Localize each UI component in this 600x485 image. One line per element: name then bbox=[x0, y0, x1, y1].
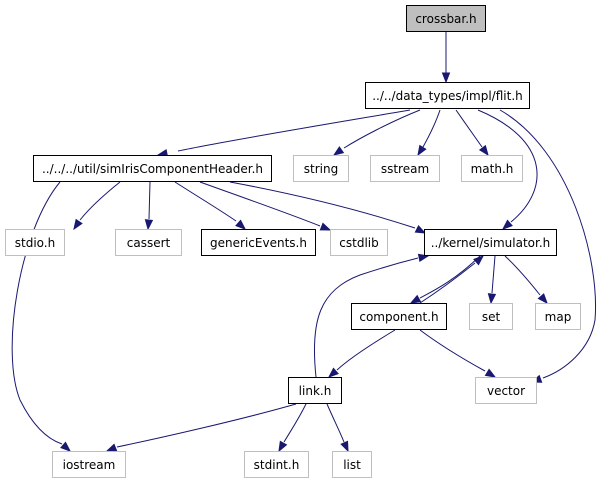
edge-flit-sstream-arrowhead bbox=[417, 144, 427, 157]
edge-simiris-iostream bbox=[11, 181, 63, 445]
node-list: list bbox=[332, 451, 372, 478]
node-cstdlib: cstdlib bbox=[330, 229, 388, 256]
edge-simulator-component-arrowhead bbox=[409, 294, 422, 304]
edge-flit-vector bbox=[499, 109, 597, 379]
edge-component-vector bbox=[419, 329, 486, 372]
edge-simulator-map-arrowhead bbox=[537, 293, 548, 305]
edge-component-simulator-arrowhead bbox=[473, 255, 485, 266]
edge-flit-simulator-arrowhead bbox=[501, 219, 513, 230]
node-sstream: sstream bbox=[370, 155, 440, 182]
edge-flit-math bbox=[455, 109, 483, 148]
edge-crossbar-flit-arrowhead bbox=[441, 72, 451, 84]
node-math: math.h bbox=[461, 155, 523, 182]
edge-link-list-arrowhead bbox=[340, 440, 349, 453]
node-genericevents[interactable]: genericEvents.h bbox=[201, 229, 316, 256]
edge-flit-string-arrowhead bbox=[332, 146, 345, 156]
edge-simiris-simulator bbox=[229, 181, 416, 229]
edge-flit-simulator bbox=[477, 109, 538, 223]
edge-simiris-simulator-arrowhead bbox=[414, 224, 427, 234]
node-component[interactable]: component.h bbox=[351, 303, 447, 330]
edge-link-stdint bbox=[283, 403, 307, 443]
edge-flit-math-arrowhead bbox=[478, 144, 489, 157]
edge-link-iostream-arrowhead bbox=[105, 443, 118, 452]
node-simulator[interactable]: ../kernel/simulator.h bbox=[424, 229, 557, 256]
node-cassert: cassert bbox=[115, 229, 182, 256]
edge-link-simulator bbox=[313, 257, 419, 378]
edge-component-link bbox=[336, 329, 396, 371]
node-simiriscomponentheader[interactable]: ../../../util/simIrisComponentHeader.h bbox=[33, 155, 272, 182]
node-string: string bbox=[293, 155, 349, 182]
node-stdio: stdio.h bbox=[5, 229, 65, 256]
edge-simiris-cassert-arrowhead bbox=[144, 219, 154, 231]
edge-simulator-map bbox=[504, 255, 541, 296]
edge-flit-sstream bbox=[422, 109, 441, 148]
edge-simiris-genericevents-arrowhead bbox=[235, 219, 247, 230]
edge-simiris-stdio-arrowhead bbox=[73, 218, 83, 231]
node-crossbar: crossbar.h bbox=[406, 5, 486, 32]
edge-simiris-cstdlib bbox=[199, 181, 321, 227]
edge-simulator-set-arrowhead bbox=[487, 293, 497, 305]
node-stdint: stdint.h bbox=[244, 451, 309, 478]
node-vector: vector bbox=[475, 377, 537, 404]
edge-simulator-component bbox=[419, 255, 481, 299]
node-set: set bbox=[469, 303, 513, 330]
node-map: map bbox=[535, 303, 581, 330]
edge-simulator-set bbox=[491, 255, 496, 294]
edge-component-simulator bbox=[419, 262, 476, 304]
node-iostream: iostream bbox=[52, 451, 126, 478]
edge-flit-simiris bbox=[177, 109, 411, 152]
node-link[interactable]: link.h bbox=[288, 377, 342, 404]
edge-flit-string bbox=[343, 109, 421, 149]
edge-component-vector-arrowhead bbox=[484, 368, 497, 378]
edge-simiris-cassert bbox=[148, 181, 151, 220]
edge-link-iostream bbox=[116, 403, 297, 448]
edge-simiris-cstdlib-arrowhead bbox=[319, 222, 332, 231]
edge-link-list bbox=[326, 403, 345, 443]
edge-link-simulator-arrowhead bbox=[417, 253, 430, 263]
edge-link-stdint-arrowhead bbox=[278, 440, 288, 453]
node-flit[interactable]: ../../data_types/impl/flit.h bbox=[365, 82, 530, 109]
edge-simiris-iostream-arrowhead bbox=[60, 441, 72, 452]
edge-component-link-arrowhead bbox=[327, 367, 339, 378]
edge-simiris-stdio bbox=[79, 181, 121, 221]
edge-simiris-genericevents bbox=[174, 181, 237, 222]
